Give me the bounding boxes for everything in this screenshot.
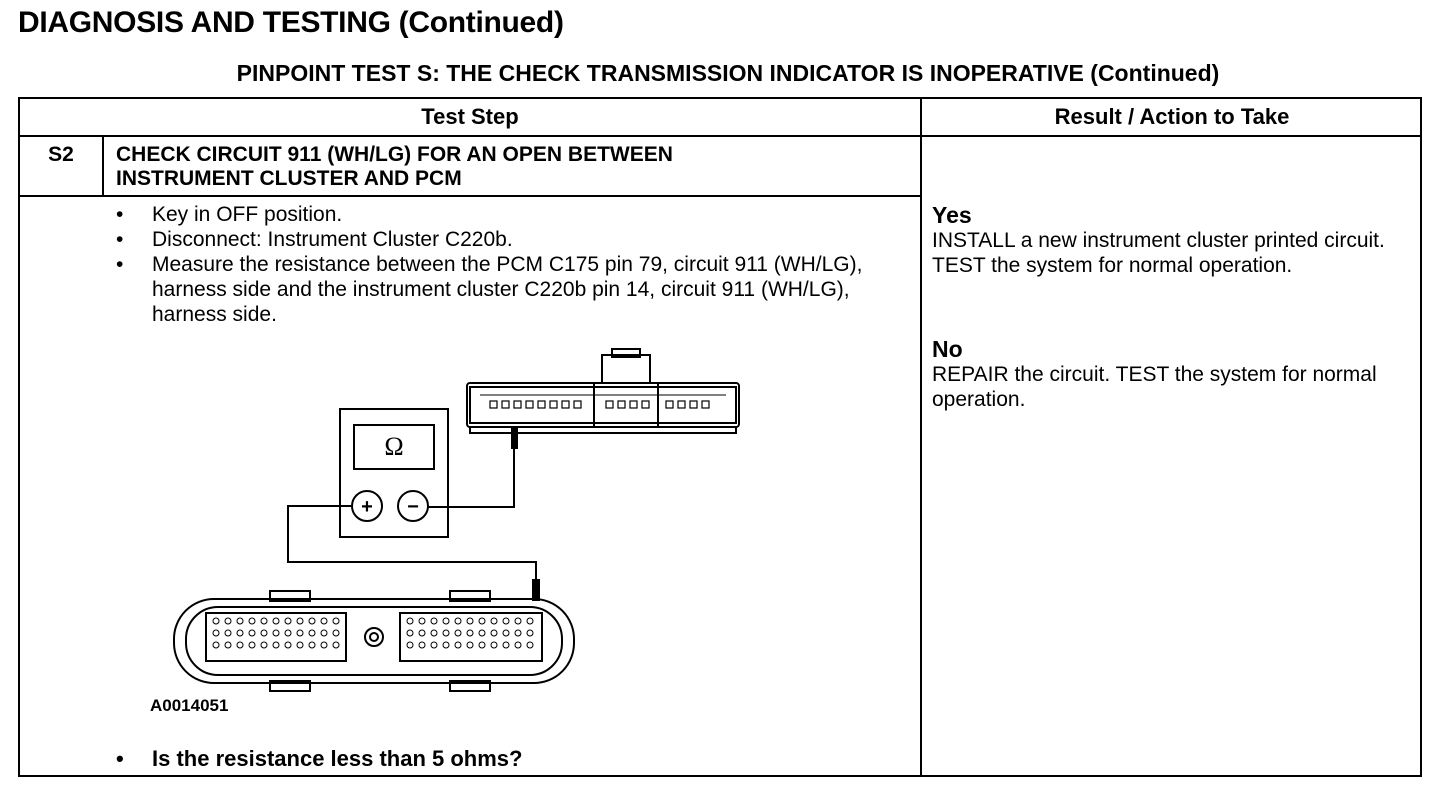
result-no-text: REPAIR the circuit. TEST the system for … (932, 363, 1377, 411)
step-id-divider (102, 135, 104, 197)
ohmmeter-connection-diagram: Ω + − (173, 348, 740, 692)
page-title: DIAGNOSIS AND TESTING (Continued) (18, 6, 564, 39)
instruction-item: Measure the resistance between the PCM C… (116, 252, 896, 327)
ohm-symbol: Ω (384, 432, 403, 461)
ohmmeter (339, 408, 449, 538)
step-title-line-1: CHECK CIRCUIT 911 (WH/LG) FOR AN OPEN BE… (116, 143, 673, 166)
result-yes: Yes INSTALL a new instrument cluster pri… (932, 203, 1418, 278)
plus-terminal-label: + (361, 496, 373, 518)
result-no-label: No (932, 336, 963, 362)
cluster-pin-cavities (489, 400, 710, 409)
pinpoint-test-table: Test Step Result / Action to Take S2 CHE… (18, 97, 1422, 777)
step-title: CHECK CIRCUIT 911 (WH/LG) FOR AN OPEN BE… (116, 143, 906, 191)
column-header-result: Result / Action to Take (1054, 104, 1290, 129)
cluster-connector-c220b (466, 348, 740, 434)
step-title-divider (20, 195, 922, 197)
column-header-test-step: Test Step (421, 104, 519, 129)
pcm-connector-c175 (173, 590, 575, 692)
question-text: Is the resistance less than 5 ohms? (152, 746, 523, 771)
question-bullet: • (116, 746, 124, 771)
instruction-item: Disconnect: Instrument Cluster C220b. (116, 227, 896, 252)
column-divider (920, 99, 922, 775)
probe-tip-pcm (532, 579, 540, 601)
step-title-line-2: INSTRUMENT CLUSTER AND PCM (116, 167, 462, 190)
instruction-item: Key in OFF position. (116, 202, 896, 227)
pcm-pin-cavities (212, 617, 534, 649)
test-question: • Is the resistance less than 5 ohms? (116, 746, 522, 772)
minus-terminal-label: − (407, 496, 419, 518)
figure-id: A0014051 (150, 696, 229, 715)
step-id: S2 (48, 143, 74, 166)
result-yes-label: Yes (932, 202, 972, 228)
result-no: No REPAIR the circuit. TEST the system f… (932, 337, 1418, 412)
negative-test-lead (428, 433, 515, 508)
probe-tip-cluster (511, 427, 518, 449)
result-yes-text: INSTALL a new instrument cluster printed… (932, 229, 1385, 277)
pinpoint-test-title: PINPOINT TEST S: THE CHECK TRANSMISSION … (236, 60, 1220, 86)
header-divider (20, 135, 1420, 137)
positive-test-lead (287, 505, 537, 597)
step-instructions: Key in OFF position. Disconnect: Instrum… (116, 202, 896, 327)
